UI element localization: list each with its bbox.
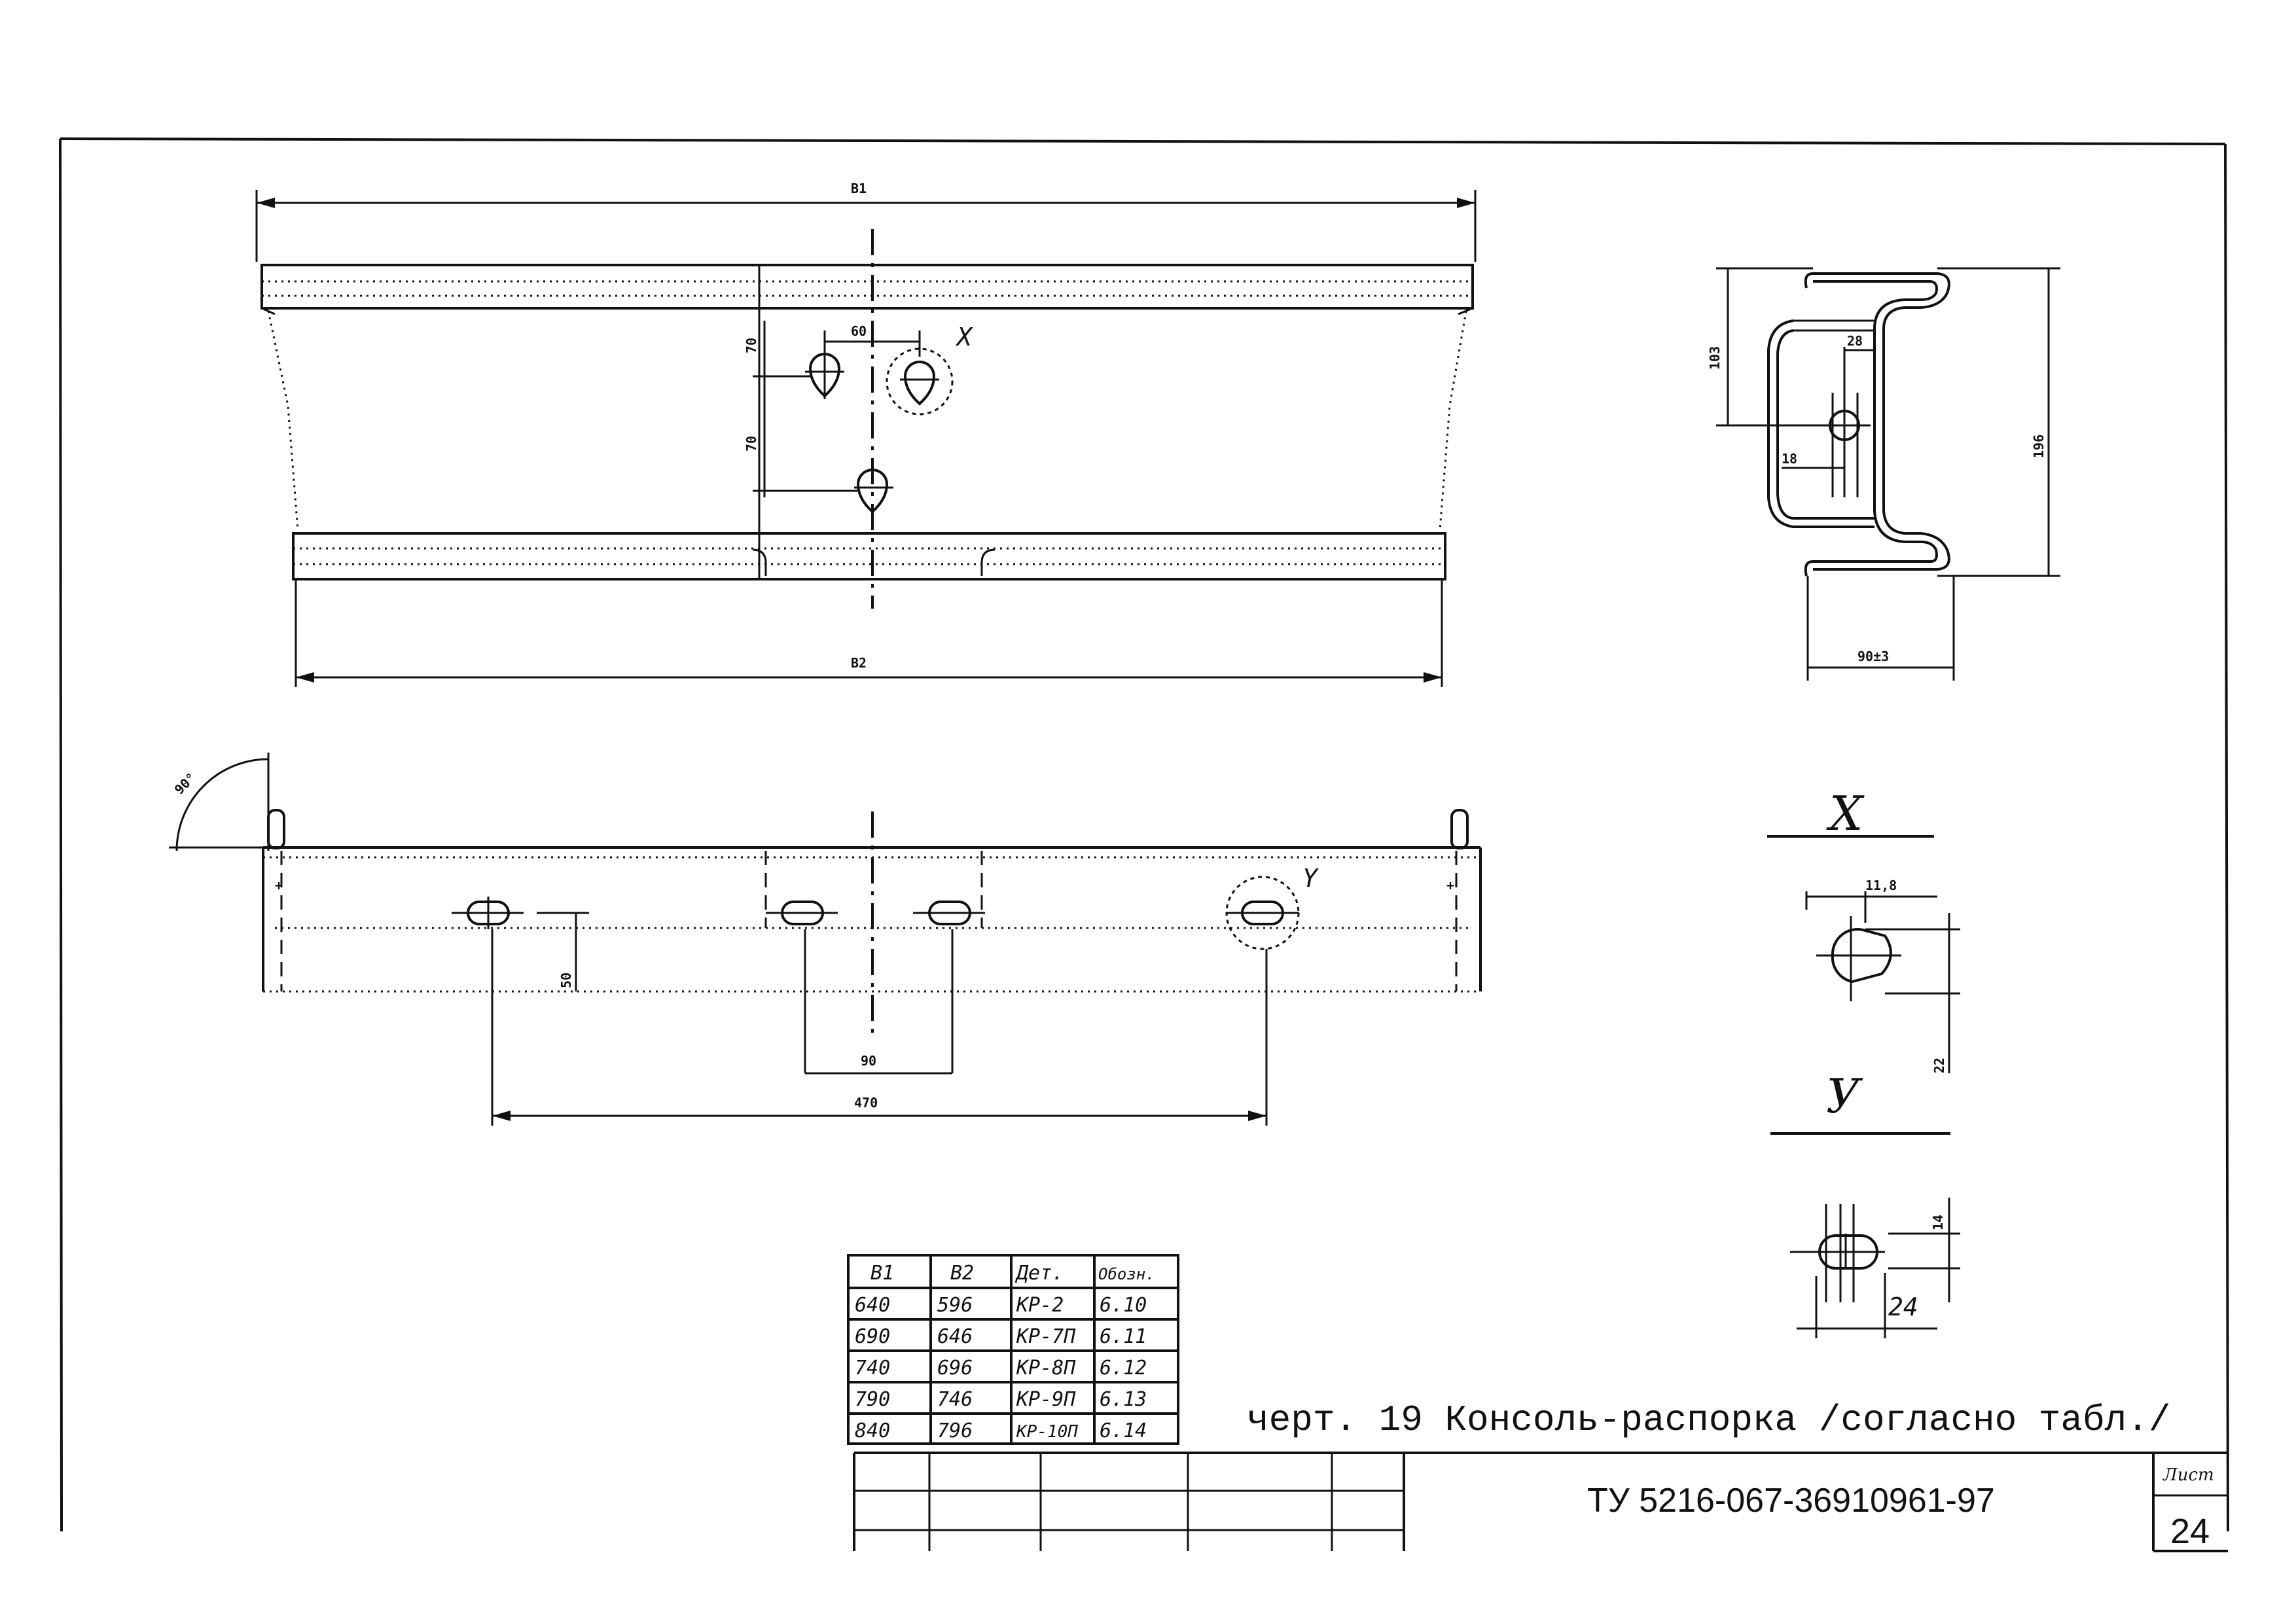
dim-70-upper: 70 (744, 338, 759, 353)
table-cell: 6.13 (1100, 1388, 1147, 1411)
table-cell: 646 (937, 1325, 973, 1348)
title-block: ТУ 5216-067-36910961-97 Лист 24 (853, 1452, 2228, 1552)
hole-bottom (854, 469, 893, 514)
detail-y-title: У (1826, 1069, 1863, 1124)
table-cell: 6.10 (1100, 1294, 1147, 1317)
table-cell: 690 (855, 1325, 890, 1348)
hole-left (805, 347, 844, 399)
detail-y-width: 24 (1888, 1293, 1918, 1321)
document-code: ТУ 5216-067-36910961-97 (1587, 1482, 1995, 1520)
dim-b1: B1 (851, 181, 867, 196)
sheet-label: Лист (2162, 1465, 2214, 1485)
table-cell: КР-10П (1016, 1422, 1078, 1442)
table-header-det: Дет. (1014, 1262, 1064, 1285)
dim-50: 50 (558, 972, 574, 988)
slot-3 (913, 901, 985, 925)
dim-b2: B2 (851, 655, 867, 671)
dim-103: 103 (1707, 346, 1723, 370)
svg-text:+: + (1446, 878, 1454, 893)
top-view: B1 (255, 181, 1477, 687)
variants-table: B1 B2 Дет. Обозн. 640 596 КР-2 6.10 690 … (847, 1254, 1179, 1445)
table-cell: 640 (855, 1294, 890, 1317)
detail-x: X 11,8 22 (1767, 786, 1960, 1073)
table-cell: 6.14 (1100, 1419, 1147, 1442)
dim-470: 470 (854, 1095, 878, 1111)
dim-70-lower: 70 (744, 436, 759, 452)
slot-4-y (1225, 876, 1300, 950)
detail-x-title: X (1826, 786, 1865, 841)
table-header-oboz: Обозн. (1098, 1265, 1155, 1283)
table-header-b2: B2 (950, 1262, 974, 1285)
dim-18: 18 (1782, 451, 1797, 467)
slot-1 (452, 897, 524, 929)
table-cell: КР-7П (1016, 1325, 1076, 1348)
drawing-caption: черт. 19 Консоль-распорка /согласно табл… (1247, 1399, 2170, 1441)
table-cell: КР-8П (1016, 1357, 1076, 1380)
drawing-frame (59, 137, 2229, 1532)
slot-2 (766, 901, 838, 925)
sheet-number: 24 (2170, 1512, 2210, 1551)
dim-90: 90 (861, 1053, 876, 1069)
detail-y-height: 14 (1930, 1215, 1946, 1230)
dim-196: 196 (2031, 435, 2047, 458)
table-cell: 596 (937, 1294, 973, 1317)
table-cell: 796 (937, 1419, 973, 1442)
cross-section: 28 18 103 196 90±3 (1707, 267, 2060, 681)
dim-60: 60 (851, 323, 867, 339)
dim-90pm3: 90±3 (1857, 649, 1889, 664)
table-cell: 696 (937, 1357, 973, 1380)
table-cell: 790 (855, 1388, 890, 1411)
detail-y: У 14 24 (1770, 1069, 1960, 1338)
side-view: 90° + + (169, 753, 1482, 1126)
table-cell: 740 (855, 1357, 890, 1380)
hole-right-x (886, 348, 954, 416)
table-cell: КР-2 (1016, 1294, 1064, 1317)
table-cell: 746 (937, 1388, 973, 1411)
dim-28: 28 (1847, 333, 1863, 349)
table-header-b1: B1 (870, 1262, 894, 1285)
svg-text:+: + (275, 878, 283, 893)
detail-x-height: 22 (1931, 1058, 1947, 1073)
dim-angle: 90° (171, 770, 200, 798)
callout-x: X (955, 323, 973, 351)
detail-x-width: 11,8 (1865, 878, 1897, 893)
table-cell: КР-9П (1016, 1388, 1076, 1411)
callout-y: Y (1302, 864, 1319, 893)
table-cell: 6.12 (1100, 1357, 1147, 1380)
table-cell: 6.11 (1100, 1325, 1147, 1348)
table-cell: 840 (855, 1419, 890, 1442)
